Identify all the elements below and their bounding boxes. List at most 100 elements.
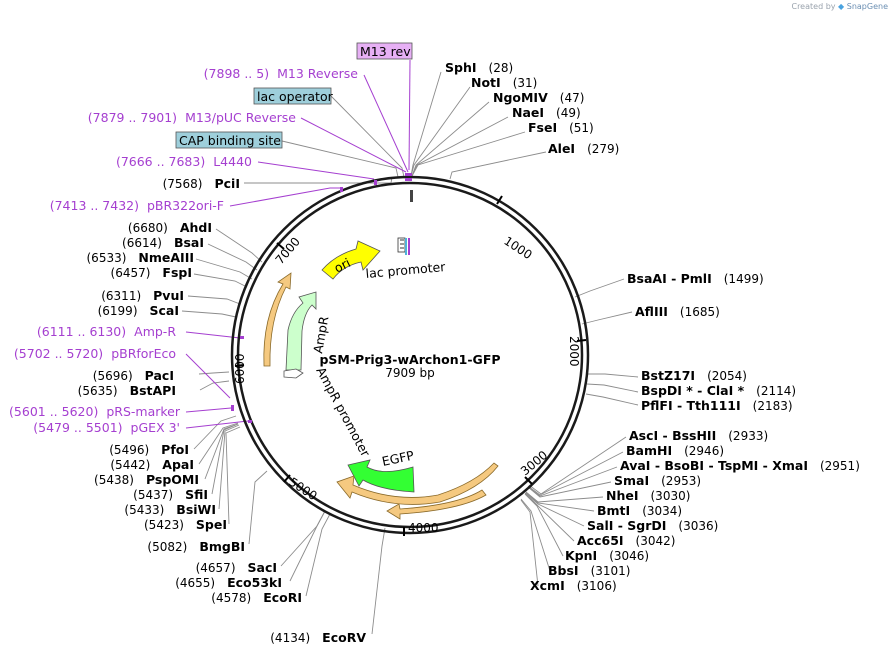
site-kpni[interactable]: KpnI(3046) xyxy=(565,548,649,563)
site-ecori[interactable]: (4578)EcoRI xyxy=(211,590,302,605)
leader-asci xyxy=(528,436,627,495)
site-acc65i[interactable]: Acc65I(3042) xyxy=(577,533,675,548)
primer-leader-pbr322 xyxy=(229,187,340,207)
leader-spei xyxy=(225,426,241,525)
primer-labels: (7898 .. 5)M13 Reverse (7879 .. 7901)M13… xyxy=(9,66,358,435)
leader-bstapi xyxy=(199,380,230,391)
box-cap-site-label: CAP binding site xyxy=(179,133,281,148)
leader-bsaai xyxy=(574,278,625,298)
site-bamhi[interactable]: BamHI(2946) xyxy=(626,443,724,458)
site-sfii[interactable]: (5437)SfiI xyxy=(133,487,208,502)
primer-l4440[interactable]: (7666 .. 7683)L4440 xyxy=(116,154,252,169)
site-bspdi-clai[interactable]: BspDI * - ClaI *(2114) xyxy=(641,383,796,398)
lac-promoter-label: lac promoter xyxy=(365,259,447,281)
ampr-arrow[interactable] xyxy=(285,291,317,371)
leader-naei xyxy=(411,116,509,177)
site-naei[interactable]: NaeI(49) xyxy=(512,105,581,120)
primer-leaders xyxy=(185,74,409,429)
leader-noti xyxy=(410,86,471,177)
site-alei[interactable]: AleI(279) xyxy=(548,141,619,156)
site-afliii[interactable]: AflIII(1685) xyxy=(635,304,720,319)
site-ecorv[interactable]: (4134)EcoRV xyxy=(270,630,366,645)
backbone xyxy=(230,175,590,535)
site-bbsi[interactable]: BbsI(3101) xyxy=(548,563,630,578)
site-scai[interactable]: (6199)ScaI xyxy=(98,303,179,318)
egfp-arrow[interactable] xyxy=(347,459,415,493)
orf-arc-bottom xyxy=(336,462,499,505)
orf-arc-left xyxy=(263,272,292,367)
ampr-promoter-arrow[interactable] xyxy=(283,368,304,379)
primer-amp-r[interactable]: (6111 .. 6130)Amp-R xyxy=(37,324,176,339)
site-fspi[interactable]: (6457)FspI xyxy=(111,265,192,280)
site-xcmi[interactable]: XcmI(3106) xyxy=(530,578,617,593)
primer-prs-marker[interactable]: (5601 .. 5620)pRS-marker xyxy=(9,404,181,419)
site-nhei[interactable]: NheI(3030) xyxy=(606,488,690,503)
leader-eco53ki xyxy=(289,510,326,582)
site-pfoi[interactable]: (5496)PfoI xyxy=(109,442,189,457)
leader-sfii xyxy=(211,423,239,495)
primer-m13puc-reverse[interactable]: (7879 .. 7901)M13/pUC Reverse xyxy=(88,110,297,125)
site-pflfi-tth111i[interactable]: PflFI - Tth111I(2183) xyxy=(641,398,793,413)
egfp-label: EGFP xyxy=(381,447,416,468)
leader-lac-operator xyxy=(330,95,405,178)
site-apai[interactable]: (5442)ApaI xyxy=(110,457,194,472)
leader-afliii xyxy=(581,311,633,325)
primer-leader-m13puc xyxy=(300,117,407,173)
site-fsei[interactable]: FseI(51) xyxy=(528,120,594,135)
tick-7000: 7000 xyxy=(273,235,303,267)
watermark-brand: SnapGene xyxy=(846,2,888,11)
leader-ahdi xyxy=(215,228,263,263)
site-smai[interactable]: SmaI(2953) xyxy=(614,473,701,488)
site-bsaai-pmli[interactable]: BsaAI - PmlI(1499) xyxy=(627,271,764,286)
primer-pbr322ori[interactable]: (7413 .. 7432)pBR322ori-F xyxy=(50,198,224,213)
site-bsai[interactable]: (6614)BsaI xyxy=(122,235,204,250)
leader-bamhi xyxy=(527,451,624,496)
primer-pbrforeco[interactable]: (5702 .. 5720)pBRforEco xyxy=(14,346,176,361)
site-eco53ki[interactable]: (4655)Eco53kI xyxy=(175,575,282,590)
site-asci-bsshii[interactable]: AscI - BssHII(2933) xyxy=(629,428,768,443)
right-sites: SphI(28) NotI(31) NgoMIV(47) NaeI(49) Fs… xyxy=(445,60,860,593)
box-lac-operator[interactable] xyxy=(253,87,332,105)
site-sphi[interactable]: SphI(28) xyxy=(445,60,513,75)
site-sali-sgrdi[interactable]: SalI - SgrDI(3036) xyxy=(587,518,718,533)
site-bsiwi[interactable]: (5433)BsiWI xyxy=(124,502,216,517)
leader-kpni xyxy=(524,493,564,557)
primer-pgex3[interactable]: (5479 .. 5501)pGEX 3' xyxy=(33,420,180,435)
site-pcii[interactable]: (7568)PciI xyxy=(163,176,240,191)
leader-nmeaiii xyxy=(195,258,253,280)
box-m13-rev-label: M13 rev xyxy=(360,44,411,59)
site-pvui[interactable]: (6311)PvuI xyxy=(101,288,184,303)
plasmid-name: pSM-Prig3-wArchon1-GFP xyxy=(319,352,500,367)
site-bmgbi[interactable]: (5082)BmgBI xyxy=(147,539,245,554)
site-noti[interactable]: NotI(31) xyxy=(471,75,537,90)
primer-m13-reverse[interactable]: (7898 .. 5)M13 Reverse xyxy=(204,66,359,81)
site-saci[interactable]: (4657)SacI xyxy=(196,560,277,575)
site-bstz17i[interactable]: BstZ17I(2054) xyxy=(641,368,747,383)
leader-paci xyxy=(198,371,230,375)
site-spei[interactable]: (5423)SpeI xyxy=(144,517,227,532)
leader-xcmi xyxy=(520,499,539,587)
site-paci[interactable]: (5696)PacI xyxy=(93,368,174,383)
primer-leader-ampr xyxy=(185,331,241,339)
site-avai-group[interactable]: AvaI - BsoBI - TspMI - XmaI(2951) xyxy=(620,458,860,473)
site-pspomi[interactable]: (5438)PspOMI xyxy=(94,472,199,487)
site-bstapi[interactable]: (5635)BstAPI xyxy=(78,383,176,398)
leader-apai xyxy=(198,422,239,465)
box-m13-rev[interactable] xyxy=(356,42,413,60)
leader-bspdi xyxy=(586,383,639,393)
leader-acc65i xyxy=(524,492,575,542)
snapgene-watermark: Created by ◆ SnapGene xyxy=(791,2,888,11)
leader-ngomiv xyxy=(411,101,490,177)
plasmid-length: 7909 bp xyxy=(385,366,435,380)
tick-4000: 4000 xyxy=(408,521,439,535)
leader-fspi xyxy=(193,273,248,288)
tick-1000: 1000 xyxy=(501,234,534,262)
site-ahdi[interactable]: (6680)AhdI xyxy=(128,220,212,235)
site-ngomiv[interactable]: NgoMIV(47) xyxy=(493,90,584,105)
box-cap-site[interactable] xyxy=(175,131,283,149)
site-nmeaiii[interactable]: (6533)NmeAIII xyxy=(87,250,195,265)
site-bmti[interactable]: BmtI(3034) xyxy=(597,503,682,518)
ori-arrow[interactable] xyxy=(321,240,381,280)
leader-sali xyxy=(525,492,585,527)
tick-5000: 5000 xyxy=(286,475,319,503)
